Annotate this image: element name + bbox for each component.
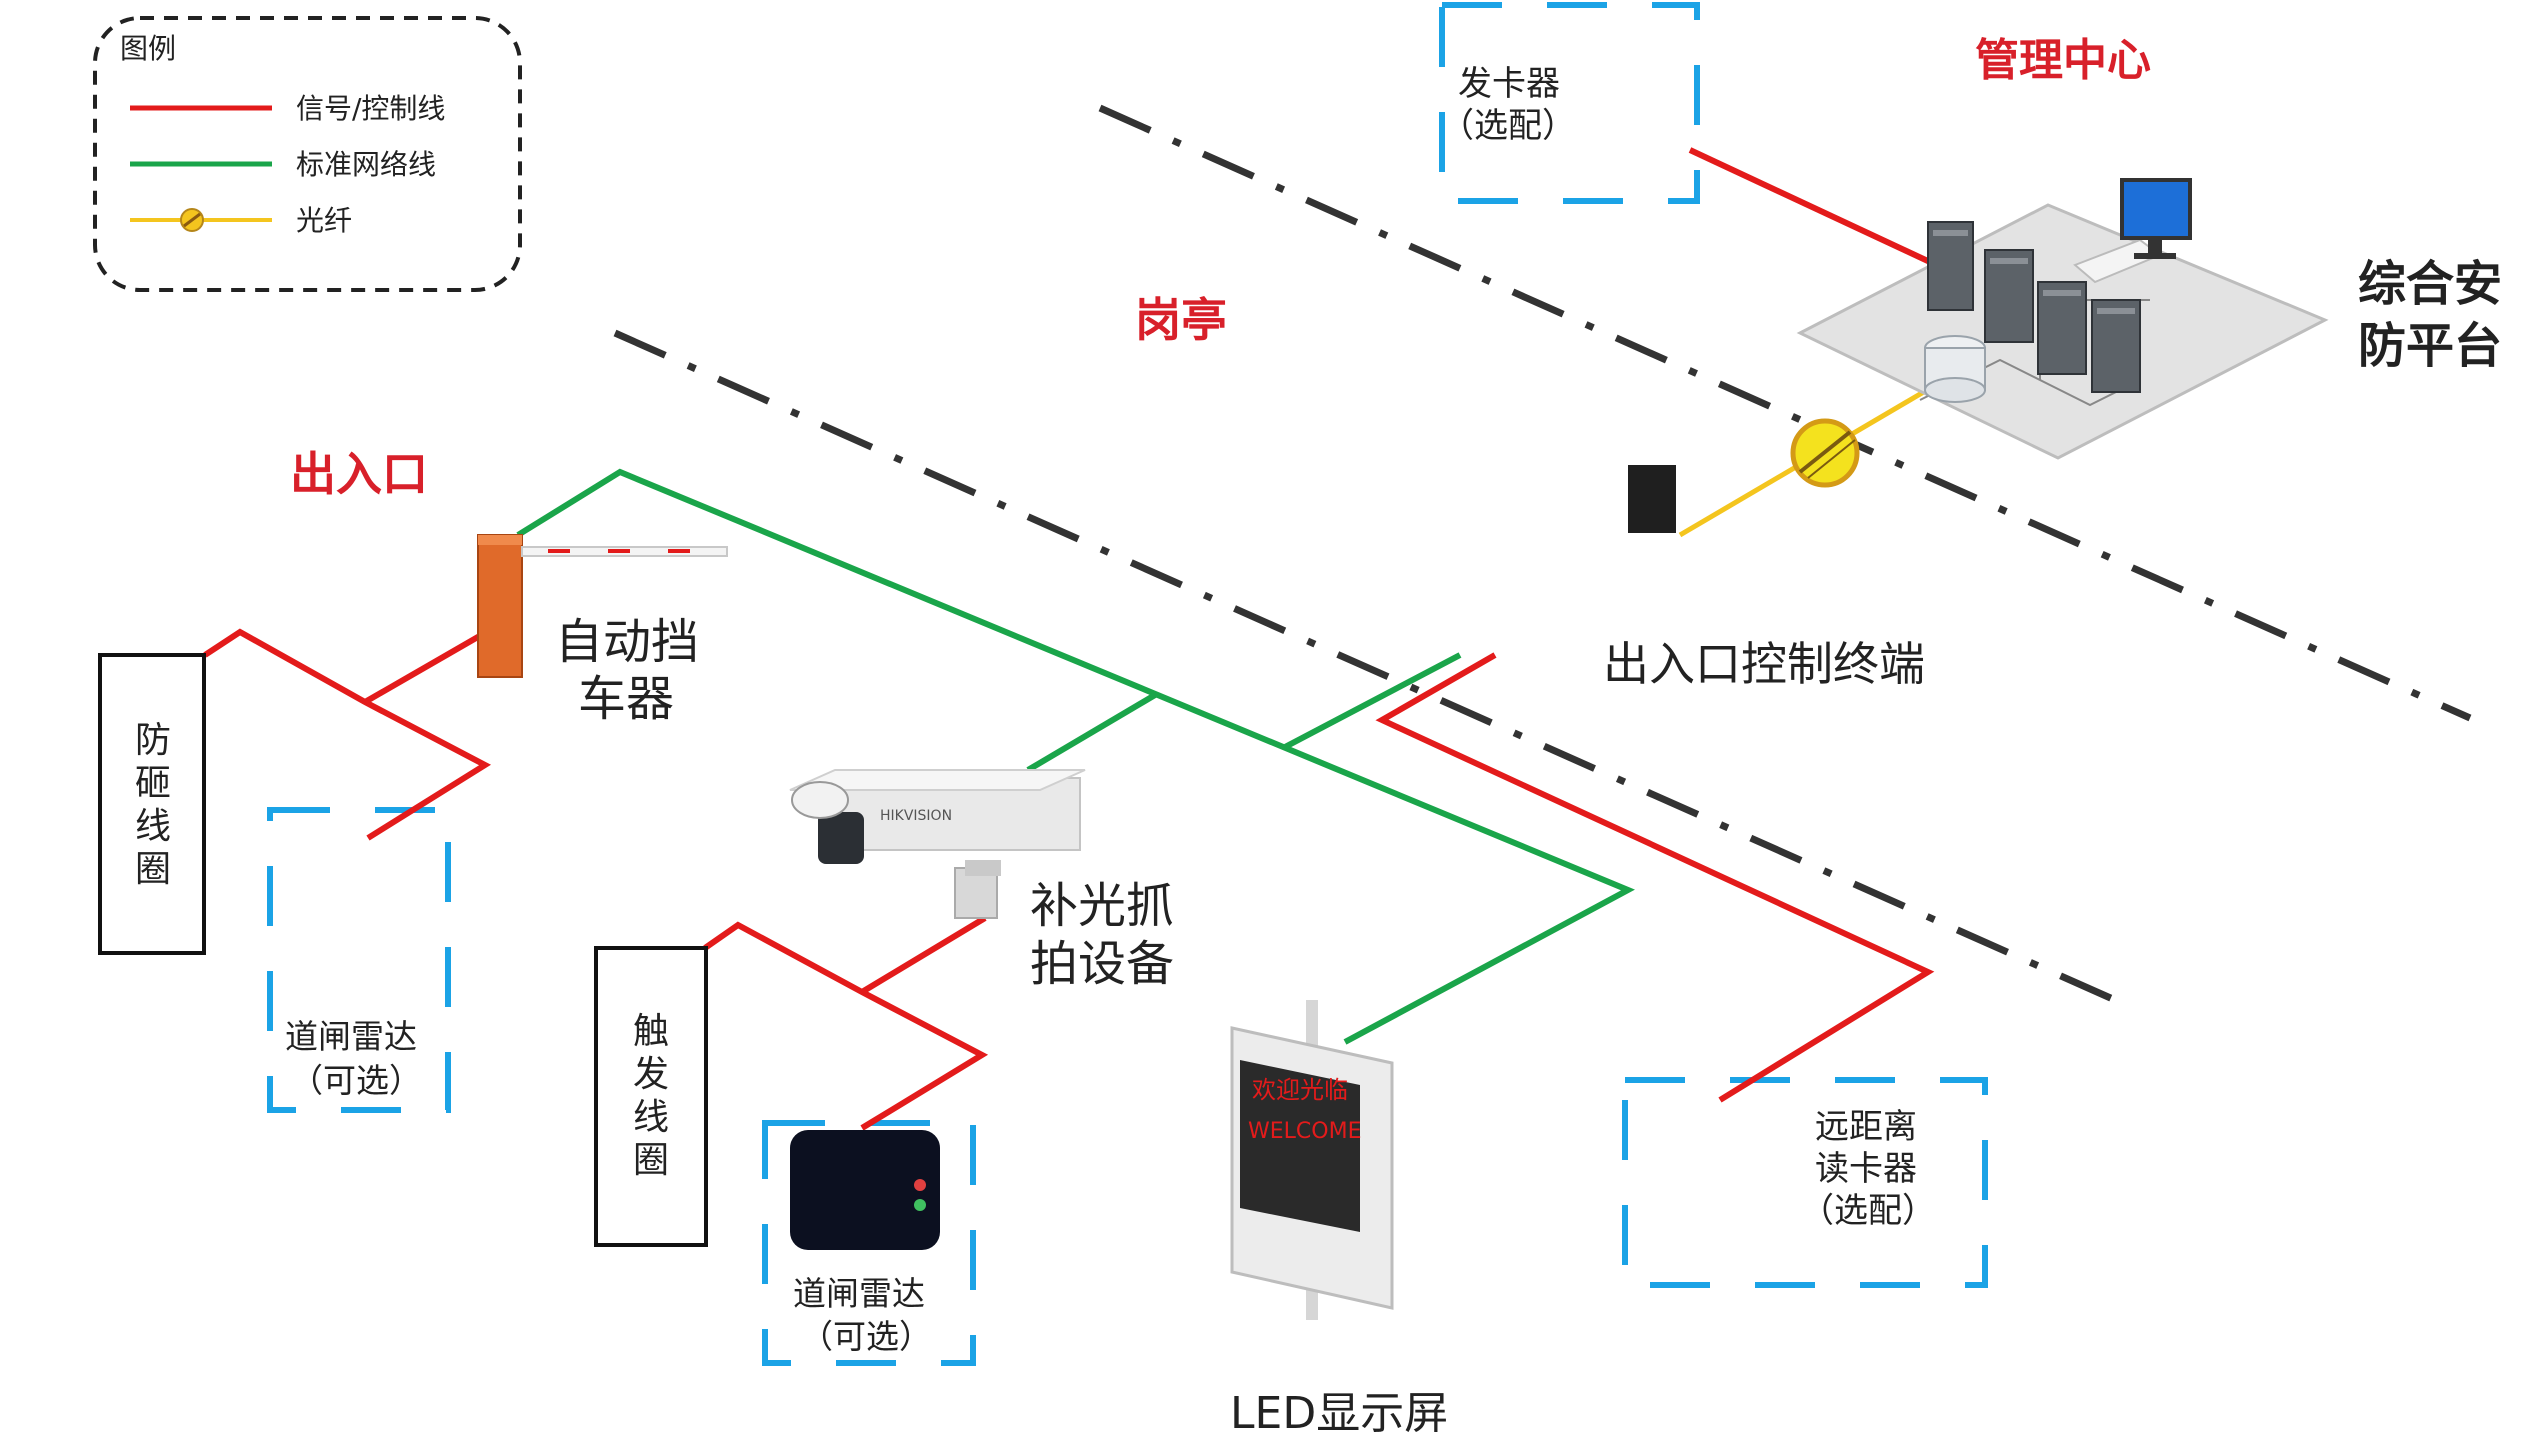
radar-device-icon [790,1130,940,1250]
svg-text:防: 防 [135,720,171,761]
led-text-cn: 欢迎光临 [1252,1076,1348,1104]
barrier-label: 自动挡 车器 [555,614,699,727]
svg-text:防平台: 防平台 [2358,318,2502,374]
legend: 图例 信号/控制线 标准网络线 光纤 [93,16,522,292]
svg-text:（可选）: （可选） [290,1061,422,1100]
svg-text:砸: 砸 [135,763,171,804]
camera-icon: HIKVISION [789,769,1086,919]
legend-fiber-icon-mark [183,212,201,228]
anti-smash-coil-label: 防 砸 线 圈 [135,720,171,890]
camera-label: 补光抓 拍设备 [1030,878,1174,992]
legend-title: 图例 [120,32,176,65]
radar-bottom-label: 道闸雷达 （可选） [793,1274,932,1356]
signal-card-issuer [1688,147,1932,265]
fiber-icon [1790,418,1860,488]
zone-management: 管理中心 [1975,35,2151,86]
boundary-management [1098,104,2472,722]
svg-text:道闸雷达: 道闸雷达 [793,1274,925,1313]
legend-signal-label: 信号/控制线 [296,92,445,125]
boundary-booth [613,329,2117,1004]
led-text-en: WELCOME [1248,1119,1361,1144]
camera-brand: HIKVISION [880,808,952,824]
security-platform-label: 综合安 防平台 [2358,256,2502,374]
legend-network-label: 标准网络线 [296,148,436,181]
signal-barrier [363,627,492,705]
anti-smash-coil-box [98,653,206,955]
radar-left-box [267,807,451,1113]
legend-fiber-label: 光纤 [296,204,352,237]
remote-reader-label: 远距离 读卡器 （选配） [1800,1107,1936,1231]
svg-text:发: 发 [633,1054,669,1095]
svg-text:补光抓: 补光抓 [1030,878,1174,934]
barrier-gate-icon [477,534,728,678]
svg-text:拍设备: 拍设备 [1030,936,1174,992]
svg-text:（选配）: （选配） [1440,106,1576,146]
svg-text:圈: 圈 [135,849,171,890]
network-lines [516,468,1635,1045]
radar-left-label: 道闸雷达 （可选） [285,1017,422,1100]
trigger-coil-box [594,946,708,1247]
control-terminal-label: 出入口控制终端 [1603,637,1925,691]
svg-text:自动挡: 自动挡 [555,614,699,670]
svg-text:（可选）: （可选） [800,1317,932,1356]
svg-text:（选配）: （选配） [1800,1191,1936,1231]
card-issuer-box [1439,2,1700,204]
svg-text:综合安: 综合安 [2358,256,2502,312]
network-camera [1026,692,1157,773]
svg-text:读卡器: 读卡器 [1815,1149,1917,1189]
svg-text:远距离: 远距离 [1815,1107,1917,1147]
signal-trigger-coil [703,921,989,1131]
led-screen-label: LED显示屏 [1230,1388,1448,1439]
svg-text:圈: 圈 [633,1140,669,1181]
network-main [516,468,1635,1045]
led-display-icon: 欢迎光临 WELCOME [1230,1000,1394,1320]
control-terminal-icon [1628,465,1676,533]
legend-box [93,16,522,292]
signal-remote-reader [1375,652,1935,1103]
svg-text:线: 线 [135,806,171,847]
signal-anti-smash-coil [203,628,492,841]
card-issuer-label: 发卡器 （选配） [1440,64,1576,146]
zone-booth: 岗亭 [1135,293,1227,347]
svg-text:发卡器: 发卡器 [1458,64,1560,104]
signal-camera [860,915,987,995]
remote-reader-box [1622,1077,1988,1288]
security-platform-icon [1796,178,2329,460]
platform-monitor-icon [2120,178,2192,240]
svg-text:车器: 车器 [578,671,674,727]
svg-text:道闸雷达: 道闸雷达 [285,1017,417,1056]
signal-lines [203,147,1935,1131]
svg-text:线: 线 [633,1097,669,1138]
radar-bottom-box [762,1120,976,1366]
network-terminal [1283,652,1462,750]
zone-entrance: 出入口 [290,447,428,501]
svg-text:触: 触 [633,1011,669,1052]
trigger-coil-label: 触 发 线 圈 [633,1011,669,1181]
